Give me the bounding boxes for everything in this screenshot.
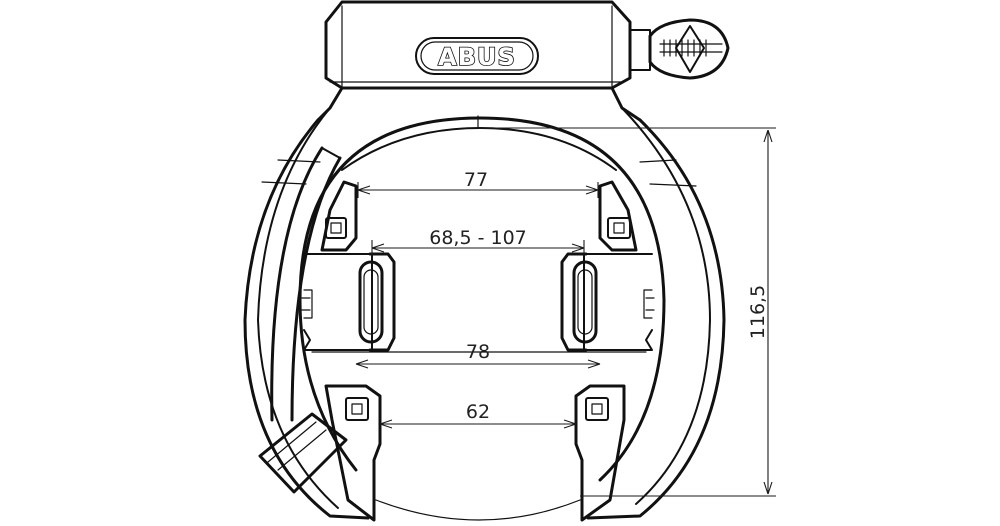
mount-tab-bottom-right <box>574 384 626 522</box>
mount-block-right <box>560 252 655 352</box>
mount-tab-bottom-left <box>324 384 382 522</box>
key-icon <box>629 18 730 80</box>
mount-block-left <box>301 252 396 352</box>
dimension-label: 116,5 <box>747 285 769 339</box>
brand-logo: ABUS <box>415 37 539 75</box>
dimension-top-width: 77 <box>357 169 599 198</box>
dimension-bottom-width: 62 <box>379 401 577 429</box>
dimension-mid-width: 78 <box>355 341 601 369</box>
locking-bolt <box>258 146 348 494</box>
dimension-height: 116,5 <box>478 127 776 497</box>
mount-tab-top-right <box>598 180 638 252</box>
dimension-adjust-range: 68,5 - 107 <box>371 227 585 256</box>
mount-tab-top-left <box>320 180 358 252</box>
dimension-label: 77 <box>464 169 488 191</box>
dimension-label: 68,5 - 107 <box>429 227 527 249</box>
brand-text: ABUS <box>438 43 516 71</box>
dimension-label: 78 <box>466 341 490 363</box>
dimension-label: 62 <box>466 401 490 423</box>
